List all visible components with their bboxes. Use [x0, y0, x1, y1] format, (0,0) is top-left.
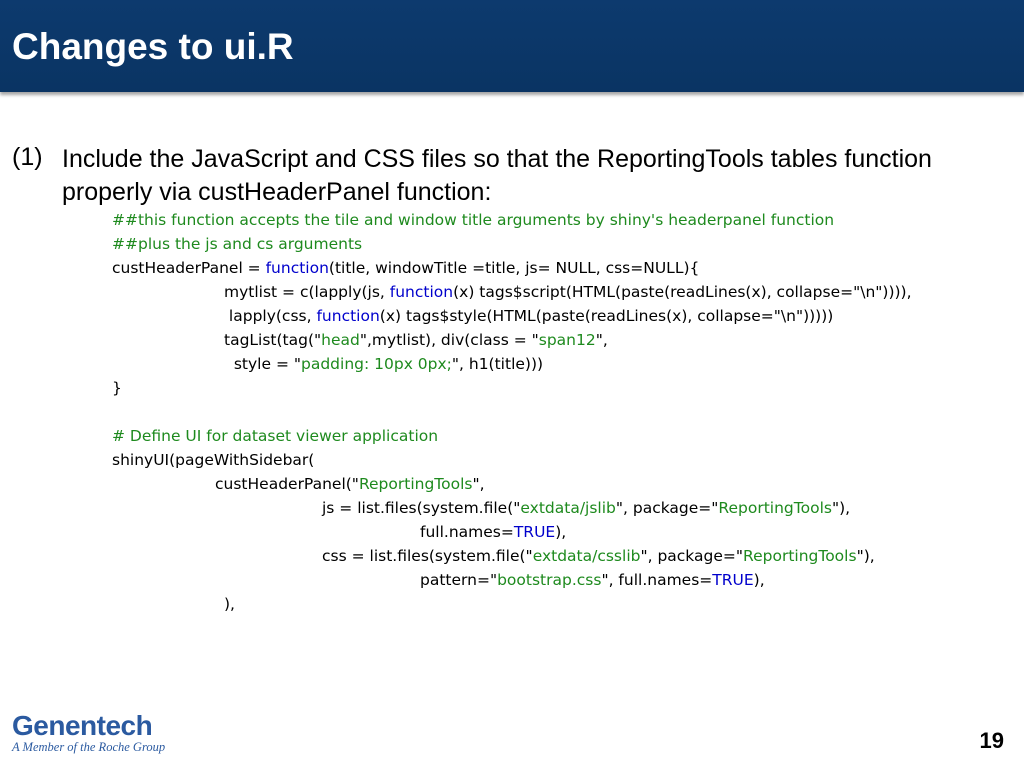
- code-keyword: function: [265, 259, 329, 277]
- code-token: ),: [753, 571, 765, 589]
- code-string: padding: 10px 0px;: [301, 355, 452, 373]
- code-token: ", package=": [615, 499, 719, 517]
- code-string: head: [321, 331, 360, 349]
- code-token: mytlist = c(lapply(js,: [224, 283, 390, 301]
- logo-name: Genentech: [12, 710, 153, 741]
- code-keyword: function: [316, 307, 380, 325]
- code-token: style = ": [224, 355, 301, 373]
- code-line: # Define UI for dataset viewer applicati…: [112, 427, 439, 445]
- genentech-logo: Genentech A Member of the Roche Group: [12, 710, 165, 755]
- code-line: full.names=TRUE),: [420, 520, 566, 544]
- code-line: shinyUI(pageWithSidebar(: [112, 451, 315, 469]
- code-line: lapply(css, function(x) tags$style(HTML(…: [224, 304, 833, 328]
- code-token: css = list.files(system.file(": [322, 547, 533, 565]
- code-token: "),: [856, 547, 875, 565]
- code-string: ReportingTools: [743, 547, 857, 565]
- code-token: ", h1(title))): [451, 355, 544, 373]
- code-token: custHeaderPanel =: [112, 259, 266, 277]
- code-keyword: TRUE: [513, 523, 556, 541]
- code-keyword: TRUE: [712, 571, 754, 589]
- code-line: }: [112, 379, 122, 397]
- code-line: mytlist = c(lapply(js, function(x) tags$…: [224, 280, 912, 304]
- code-string: ReportingTools: [718, 499, 832, 517]
- code-line: custHeaderPanel = function(title, window…: [112, 256, 699, 280]
- code-line: custHeaderPanel("ReportingTools",: [215, 472, 485, 496]
- logo-tagline: A Member of the Roche Group: [12, 740, 166, 754]
- code-token: "),: [831, 499, 851, 517]
- page-number: 19: [979, 728, 1004, 753]
- code-string: span12: [538, 331, 596, 349]
- code-string: bootstrap.css: [497, 571, 602, 589]
- code-token: custHeaderPanel(": [215, 475, 359, 493]
- code-token: ", package=": [640, 547, 744, 565]
- title-bar: Changes to ui.R: [0, 0, 1024, 92]
- code-token: tagList(tag(": [224, 331, 322, 349]
- code-token: ",: [472, 475, 485, 493]
- code-string: ReportingTools: [358, 475, 473, 493]
- code-token: (x) tags$style(HTML(paste(readLines(x), …: [379, 307, 834, 325]
- code-line: ),: [224, 595, 235, 613]
- code-token: full.names=: [420, 523, 514, 541]
- code-token: lapply(css,: [224, 307, 317, 325]
- bullet-number: (1): [12, 143, 43, 171]
- code-string: extdata/csslib: [532, 547, 641, 565]
- bullet-text: Include the JavaScript and CSS files so …: [62, 145, 932, 206]
- code-token: (title, windowTitle =title, js= NULL, cs…: [328, 259, 700, 277]
- code-token: js = list.files(system.file(": [322, 499, 521, 517]
- code-token: (x) tags$script(HTML(paste(readLines(x),…: [453, 283, 912, 301]
- code-line: css = list.files(system.file("extdata/cs…: [322, 544, 875, 568]
- code-line: ##plus the js and cs arguments: [112, 235, 363, 253]
- code-token: ),: [555, 523, 567, 541]
- code-line: js = list.files(system.file("extdata/jsl…: [322, 496, 850, 520]
- code-line: style = "padding: 10px 0px;", h1(title))…: [224, 352, 543, 376]
- code-line: ##this function accepts the tile and win…: [112, 211, 835, 229]
- code-line: tagList(tag("head",mytlist), div(class =…: [224, 328, 608, 352]
- slide-title: Changes to ui.R: [12, 26, 294, 67]
- code-token: ", full.names=: [601, 571, 713, 589]
- code-keyword: function: [389, 283, 454, 301]
- code-string: extdata/jslib: [520, 499, 616, 517]
- code-token: ",: [595, 331, 608, 349]
- code-token: pattern=": [420, 571, 498, 589]
- code-line: pattern="bootstrap.css", full.names=TRUE…: [420, 568, 765, 592]
- code-token: ",mytlist), div(class = ": [359, 331, 539, 349]
